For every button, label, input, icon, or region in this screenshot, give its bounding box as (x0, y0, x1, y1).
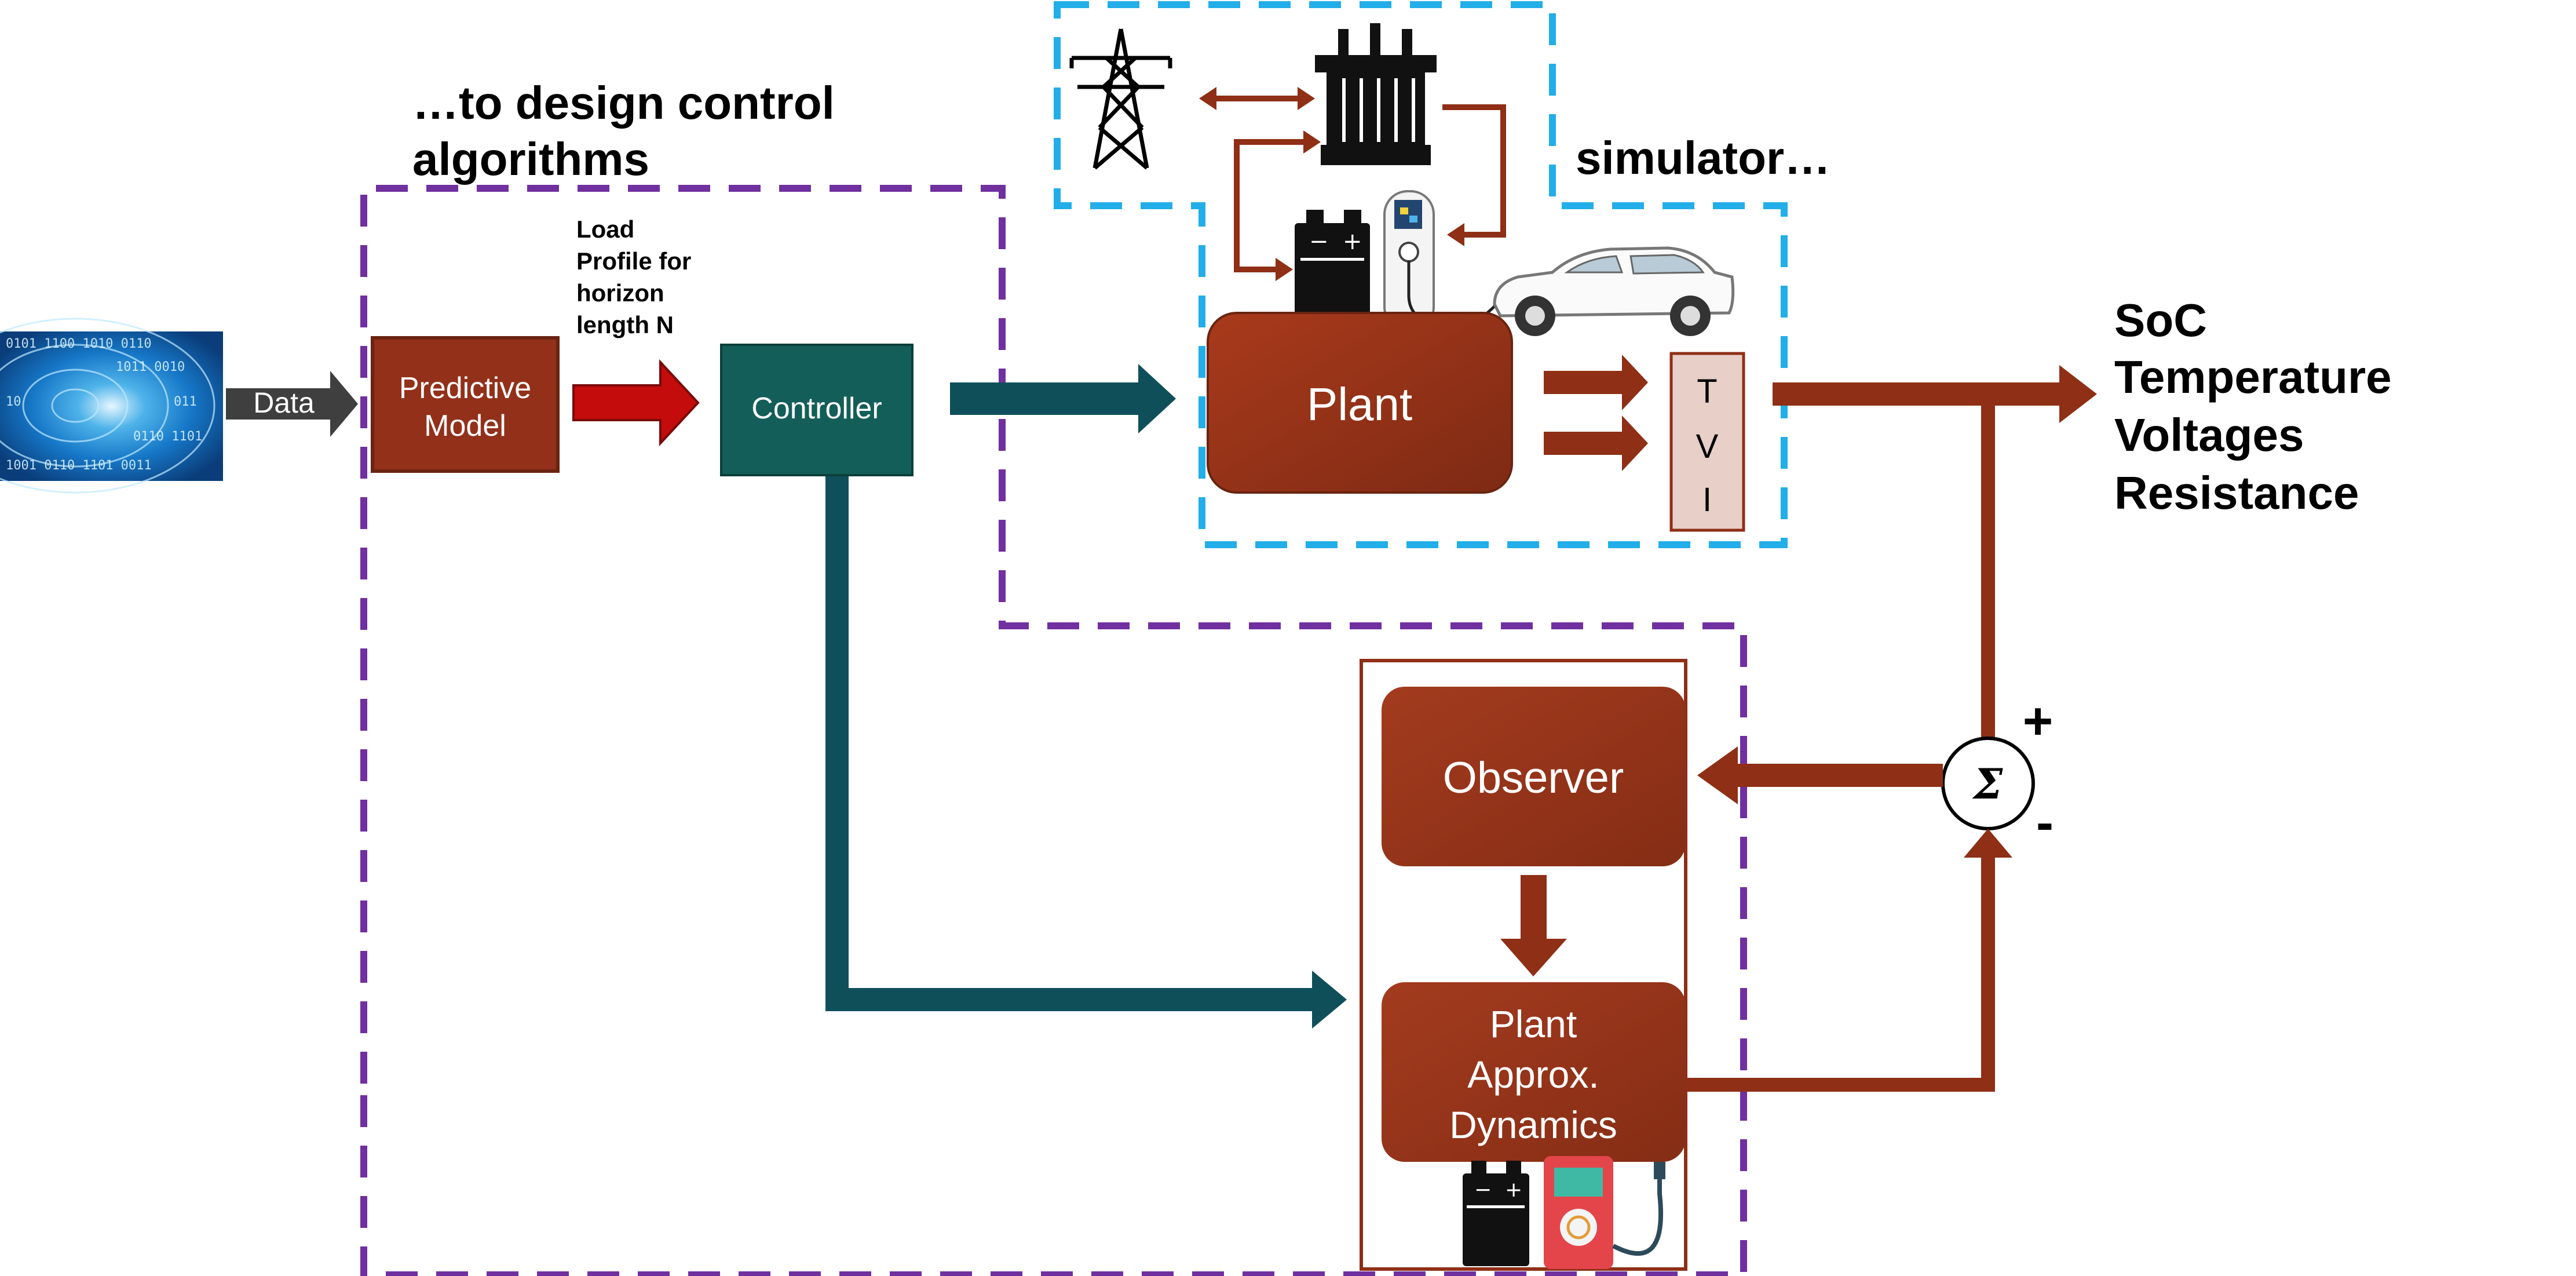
observer-label: Observer (1443, 753, 1624, 803)
output-arrow (1773, 365, 2097, 423)
plant-output-arrows (1544, 355, 1648, 471)
design-heading-line2: algorithms (412, 133, 649, 185)
svg-text:+: + (1505, 1178, 1522, 1202)
predictive-model-label-1: Predictive (399, 371, 531, 405)
output-label-voltages: Voltages (2114, 409, 2304, 461)
power-tower-icon (1069, 28, 1172, 170)
load-profile-label-2: Profile for (576, 247, 691, 275)
svg-text:0101 1100 1010 0110: 0101 1100 1010 0110 (6, 337, 152, 351)
svg-text:+: + (1343, 228, 1362, 255)
approx-to-sum-arrow (1683, 829, 2012, 1092)
output-label-temperature: Temperature (2114, 351, 2392, 403)
plant-approx-label-3: Dynamics (1449, 1103, 1617, 1146)
svg-text:10: 10 (6, 395, 21, 409)
plant-block[interactable]: Plant (1207, 312, 1513, 494)
svg-text:1011 0010: 1011 0010 (116, 360, 185, 374)
sum-junction: Σ + - (1941, 692, 2054, 852)
electric-car-icon (1493, 246, 1735, 336)
tvi-block: T V I (1669, 352, 1745, 532)
plant-label: Plant (1307, 378, 1412, 430)
feedback-plus-line (1981, 406, 1995, 753)
load-profile-label-4: length N (576, 311, 674, 338)
design-heading-line1: …to design control (412, 77, 835, 129)
predictive-model-block[interactable]: Predictive Model (371, 336, 560, 473)
load-profile-label-1: Load (576, 216, 634, 243)
controller-label: Controller (751, 392, 882, 425)
svg-text:−: − (1309, 228, 1329, 255)
data-arrow-label: Data (253, 387, 315, 419)
simulator-region-dashed-border (1054, 1, 1788, 548)
tvi-label-v: V (1696, 428, 1719, 465)
sum-minus-sign: - (2036, 794, 2054, 852)
grid-link-arrows (1199, 87, 1506, 281)
battery-icon: − + (1295, 210, 1370, 322)
predictive-model-label-2: Model (424, 409, 506, 443)
load-profile-arrow (572, 359, 700, 447)
sum-to-observer-arrow (1697, 746, 1943, 804)
data-arrow: Data (226, 371, 358, 437)
tvi-label-i: I (1702, 481, 1712, 519)
svg-text:0110 1101: 0110 1101 (133, 429, 202, 444)
simulator-heading: simulator… (1576, 132, 1830, 184)
output-label-soc: SoC (2114, 294, 2207, 346)
controller-to-plant-arrow (950, 364, 1176, 433)
battery-icon-bottom: − + (1463, 1161, 1529, 1266)
output-label-resistance: Resistance (2114, 467, 2359, 519)
plant-approx-label-1: Plant (1490, 1002, 1577, 1045)
tvi-label-t: T (1697, 373, 1717, 410)
design-region-dashed-border (360, 185, 1747, 1276)
controller-to-approx-arrow (825, 476, 1347, 1029)
svg-text:1001 0110 1101 0011: 1001 0110 1101 0011 (6, 458, 152, 473)
observer-block[interactable]: Observer (1382, 687, 1686, 866)
sum-plus-sign: + (2023, 692, 2054, 750)
ev-charger-icon (1383, 190, 1507, 331)
plant-approx-label-2: Approx. (1467, 1053, 1599, 1096)
svg-text:011: 011 (174, 395, 197, 409)
battery-tester-icon (1544, 1156, 1665, 1269)
data-tunnel-icon: 0101 1100 1010 0110 1011 0010 0110 1101 … (0, 318, 223, 494)
sum-symbol: Σ (1972, 759, 2004, 808)
load-profile-label-3: horizon (576, 279, 664, 307)
observer-to-approx-arrow (1500, 875, 1567, 976)
transformer-icon (1315, 23, 1437, 165)
controller-block[interactable]: Controller (720, 344, 914, 476)
plant-approx-block[interactable]: Plant Approx. Dynamics (1382, 982, 1686, 1162)
svg-text:−: − (1474, 1178, 1492, 1202)
observer-approx-container (1360, 659, 1687, 1271)
